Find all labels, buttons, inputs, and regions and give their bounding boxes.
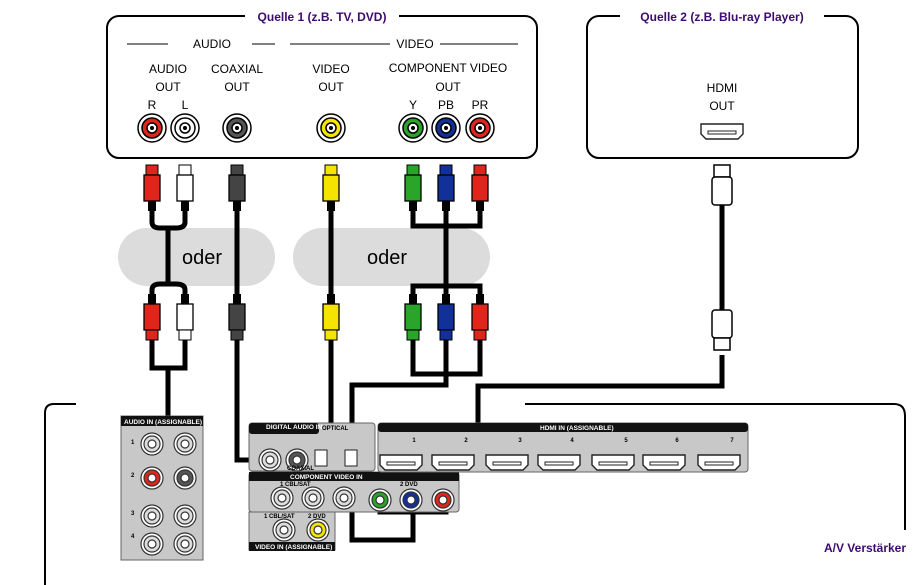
hdmi-plug [711, 309, 733, 351]
hdmi-plug [711, 164, 733, 206]
optical-label: OPTICAL [322, 426, 349, 432]
component-out-label: COMPONENT VIDEO [389, 61, 507, 75]
video-header: VIDEO [396, 37, 433, 51]
row-label: 1 [131, 440, 135, 446]
component-pr-in-jack [431, 488, 455, 512]
amplifier-title: A/V Verstärker [824, 541, 906, 555]
video-in-panel: VIDEO IN (ASSIGNABLE) 1 CBL/SAT 2 DVD [248, 511, 336, 551]
video-out-label: OUT [318, 80, 344, 94]
component-y-plug [404, 164, 422, 212]
component-pb-in-jack [399, 488, 423, 512]
audio-in-panel: AUDIO IN (ASSIGNABLE) 1 2 3 4 [120, 415, 204, 561]
component-y-in-jack [368, 488, 392, 512]
audio-l-plug [176, 164, 194, 212]
source-1-title: Quelle 1 (z.B. TV, DVD) [258, 10, 387, 24]
input-label: 2 DVD [308, 514, 326, 520]
input-label: 1 CBL/SAT [280, 482, 311, 488]
component-pr-plug [471, 164, 489, 212]
row-label: 2 [131, 473, 135, 479]
video-out-label: VIDEO [312, 62, 349, 76]
component-video-in-label: COMPONENT VIDEO IN [290, 474, 363, 481]
audio-r-plug [143, 164, 161, 212]
hdmi-port-number: 4 [570, 438, 574, 444]
av-amplifier: A/V Verstärker AUDIO IN (ASSIGNABLE) 1 2… [44, 403, 906, 585]
audio-in-2-l-jack [173, 466, 197, 490]
coaxial-plug [228, 164, 246, 212]
component-y-plug [404, 293, 422, 341]
hdmi-port-number: 2 [464, 438, 468, 444]
component-y-out-jack [398, 113, 428, 143]
audio-l-plug [176, 293, 194, 341]
analog-audio-cable [149, 210, 188, 296]
hdmi-in-port-2 [431, 454, 475, 471]
channel-pb-label: PB [438, 98, 454, 112]
hdmi-in-port-6 [642, 454, 686, 471]
digital-audio-in-panel: DIGITAL AUDIO IN OPTICAL COAXIAL [248, 422, 376, 472]
component-pr-out-jack [465, 113, 495, 143]
hdmi-in-port-5 [591, 454, 635, 471]
source-1-device: Quelle 1 (z.B. TV, DVD) AUDIO VIDEO AUDI… [106, 6, 538, 159]
component-video-in-panel: COMPONENT VIDEO IN 1 CBL/SAT 2 DVD [248, 471, 460, 513]
source-2-device: Quelle 2 (z.B. Blu-ray Player) HDMI OUT [586, 6, 859, 159]
hdmi-port-number: 1 [412, 438, 416, 444]
component-pr-plug [471, 293, 489, 341]
hdmi-port-number: 7 [730, 438, 734, 444]
video-plug [322, 293, 340, 341]
hdmi-port-number: 5 [624, 438, 628, 444]
component-pb-out-jack [431, 113, 461, 143]
audio-out-label: OUT [155, 80, 181, 94]
coaxial-out-jack [222, 113, 252, 143]
audio-in-label: AUDIO IN (ASSIGNABLE) [124, 419, 202, 426]
alternative-pill-video [293, 228, 490, 286]
coaxial-label: COAXIAL [287, 466, 314, 472]
hdmi-in-port-7 [697, 454, 741, 471]
component-out-label: OUT [435, 80, 461, 94]
video-in-label: VIDEO IN (ASSIGNABLE) [255, 544, 332, 551]
component-pb-plug [437, 164, 455, 212]
component-pb-plug [437, 293, 455, 341]
audio-in-2-r-jack [140, 466, 164, 490]
channel-y-label: Y [409, 98, 417, 112]
audio-header: AUDIO [193, 37, 231, 51]
source-2-title: Quelle 2 (z.B. Blu-ray Player) [640, 10, 803, 24]
digital-audio-in-label: DIGITAL AUDIO IN [266, 424, 323, 431]
hdmi-in-port-3 [485, 454, 529, 471]
hdmi-in-port-1 [379, 454, 423, 471]
channel-r-label: R [148, 98, 157, 112]
input-label: 1 CBL/SAT [264, 514, 295, 520]
hdmi-in-panel: HDMI IN (ASSIGNABLE) 1 2 3 4 5 6 7 [377, 422, 749, 473]
video-out-jack [316, 113, 346, 143]
oder-label: oder [367, 247, 407, 269]
video-plug [322, 164, 340, 212]
row-label: 4 [131, 534, 135, 540]
component-video-cable-to-amp [349, 340, 483, 543]
hdmi-out-port [700, 123, 744, 140]
coaxial-out-label: COAXIAL [211, 62, 263, 76]
channel-pr-label: PR [472, 98, 489, 112]
coaxial-out-label: OUT [224, 80, 250, 94]
hdmi-port-number: 3 [518, 438, 522, 444]
video-in-2-jack [306, 518, 330, 542]
audio-r-plug [143, 293, 161, 341]
hdmi-out-label: HDMI [707, 81, 738, 95]
hdmi-out-label: OUT [709, 99, 735, 113]
audio-out-label: AUDIO [149, 62, 187, 76]
audio-l-out-jack [170, 113, 200, 143]
component-video-cable [410, 210, 483, 296]
input-label: 2 DVD [400, 482, 418, 488]
hdmi-in-port-4 [537, 454, 581, 471]
row-label: 3 [131, 511, 135, 517]
coaxial-plug [228, 293, 246, 341]
hdmi-port-number: 6 [675, 438, 679, 444]
audio-r-out-jack [137, 113, 167, 143]
hdmi-in-label: HDMI IN (ASSIGNABLE) [540, 425, 614, 432]
oder-label: oder [182, 247, 222, 269]
channel-l-label: L [182, 98, 189, 112]
